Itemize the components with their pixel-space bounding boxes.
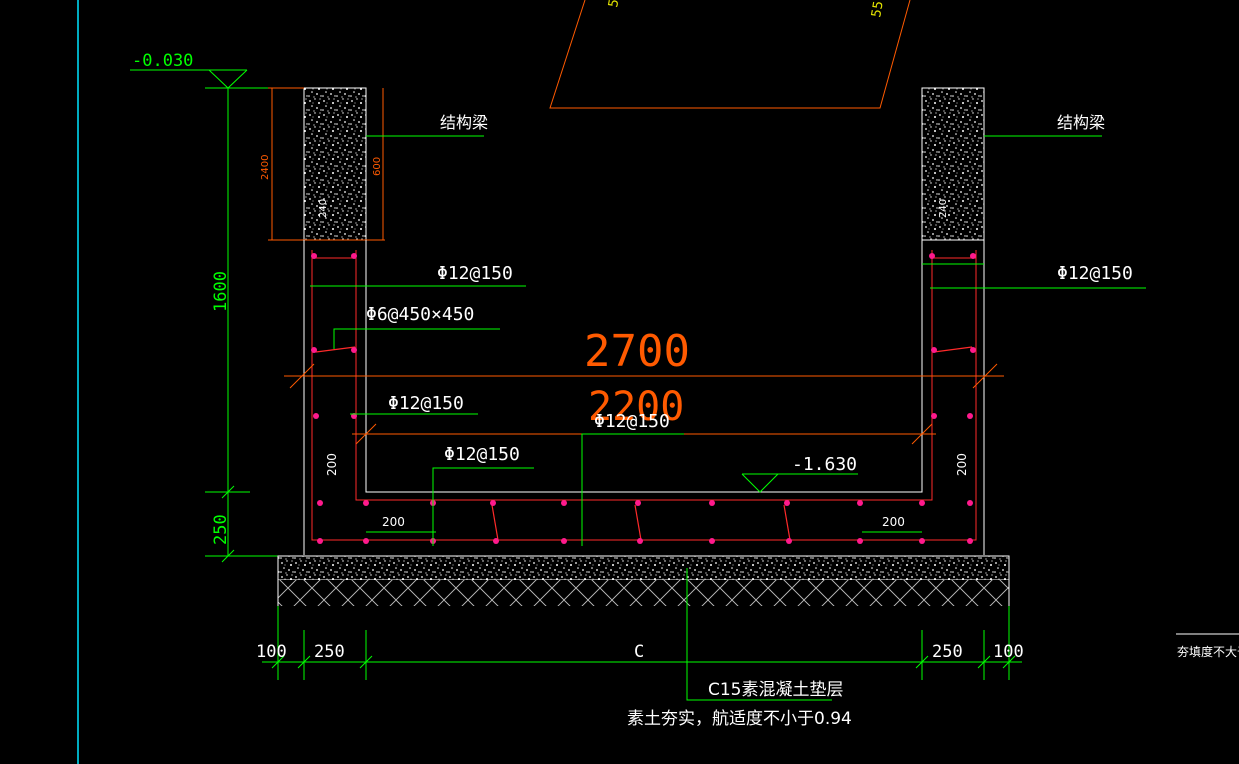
dim-250-left: 250 <box>314 642 345 662</box>
rebar-label-mid-left: Φ12@150 <box>388 393 464 414</box>
dim-200-right-horizontal: 200 <box>882 515 905 529</box>
rebar-leaders <box>310 285 1146 546</box>
dim-2200: 2200 <box>588 384 684 430</box>
stirrup-ties <box>315 346 973 541</box>
dim-240-left: 240 <box>318 199 329 218</box>
dim-200-left-vertical: 200 <box>325 453 339 476</box>
top-parallelogram: 55 55 <box>549 0 911 109</box>
dim-200-right-vertical: 200 <box>955 453 969 476</box>
dim-100-left: 100 <box>256 642 287 662</box>
stirrup-label: Φ6@450×450 <box>366 304 474 325</box>
rebar-label-mid-center: Φ12@150 <box>594 411 670 432</box>
top-frag-right: 55 <box>869 0 887 19</box>
dim-2400: 2400 <box>260 155 271 180</box>
dim-2700: 2700 <box>584 326 690 377</box>
trench-walls <box>303 240 985 555</box>
dim-240-right: 240 <box>938 199 949 218</box>
left-structural-beam <box>303 87 367 241</box>
note-c15-bedding: C15素混凝土垫层 <box>708 680 844 700</box>
top-elevation-marker: -0.030 <box>130 51 248 89</box>
bottom-dimension-line <box>262 606 1022 680</box>
rebar-label-left-top: Φ12@150 <box>437 263 513 284</box>
dim-200-left-horizontal: 200 <box>382 515 405 529</box>
vertical-dimension <box>205 87 300 563</box>
c15-concrete-bedding <box>277 555 1010 581</box>
beam-left-label: 结构梁 <box>440 113 488 132</box>
dim-600: 600 <box>372 157 383 176</box>
rebar-label-bottom-left: Φ12@150 <box>444 444 520 465</box>
dim-C: C <box>634 642 644 662</box>
note-right-cut: 夯填度不大于 <box>1177 644 1239 659</box>
top-elevation-text: -0.030 <box>132 51 193 71</box>
note-soil-compaction: 素土夯实，航适度不小于0.94 <box>627 709 852 729</box>
bottom-elevation-marker <box>741 473 858 493</box>
dim-250-right: 250 <box>932 642 963 662</box>
top-frag-left: 55 <box>606 0 624 9</box>
compacted-soil <box>278 580 1009 606</box>
beam-right-label: 结构梁 <box>1057 113 1105 132</box>
dim-100-right: 100 <box>993 642 1024 662</box>
dim-1600: 1600 <box>211 271 231 312</box>
rebar-label-right-top: Φ12@150 <box>1057 263 1133 284</box>
dim-250-vertical: 250 <box>211 514 231 545</box>
bottom-elevation-text: -1.630 <box>792 454 857 475</box>
rebar-lines <box>311 250 977 541</box>
notes-leader <box>686 568 832 701</box>
right-structural-beam <box>921 87 985 241</box>
soil-edges <box>277 580 1010 606</box>
